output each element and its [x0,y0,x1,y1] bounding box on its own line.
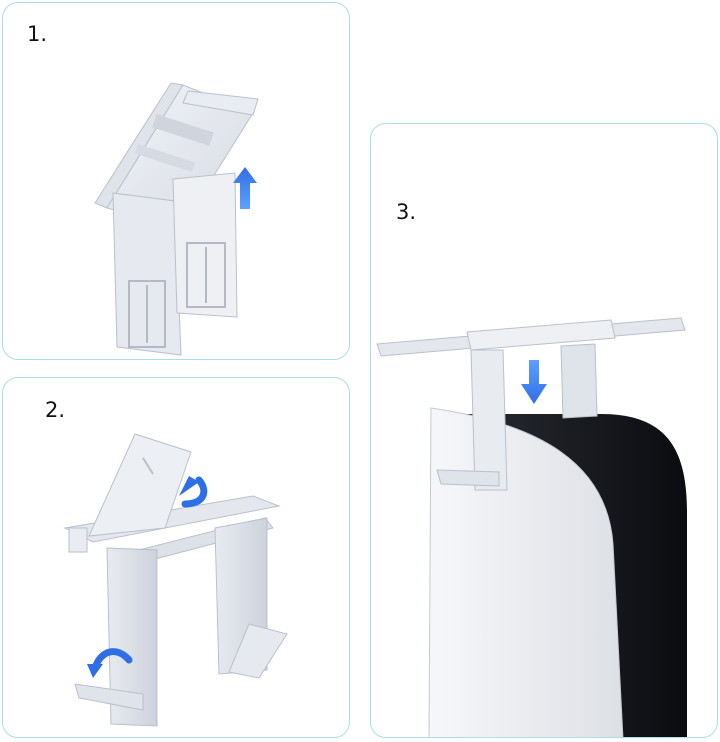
step-2-label: 2. [45,398,66,422]
step-2-illustration [63,433,288,727]
step-2-panel: 2. [2,377,350,738]
bracket-leg-front [172,172,238,318]
rotate-arrow-icon [179,476,208,508]
bracket-rail [376,317,686,357]
bracket-leg-front [436,349,508,491]
rotate-arrow-icon [87,648,133,678]
step-1-panel: 1. [2,2,350,360]
arrow-down-icon [521,360,547,404]
console [428,407,687,737]
step-3-panel: 3. [370,123,718,738]
step-1-illustration [94,82,259,356]
bracket-leg-right [214,517,288,679]
bracket-leg-left [74,547,158,727]
bracket-leg-back [560,343,598,419]
bracket-top-rail [94,82,259,229]
bracket-leg-back [112,192,182,356]
arrow-up-icon [233,167,257,209]
step-3-illustration [376,317,687,737]
bracket-flap-open [88,433,192,537]
step-1-label: 1. [27,22,48,46]
step-3-label: 3. [396,200,417,224]
